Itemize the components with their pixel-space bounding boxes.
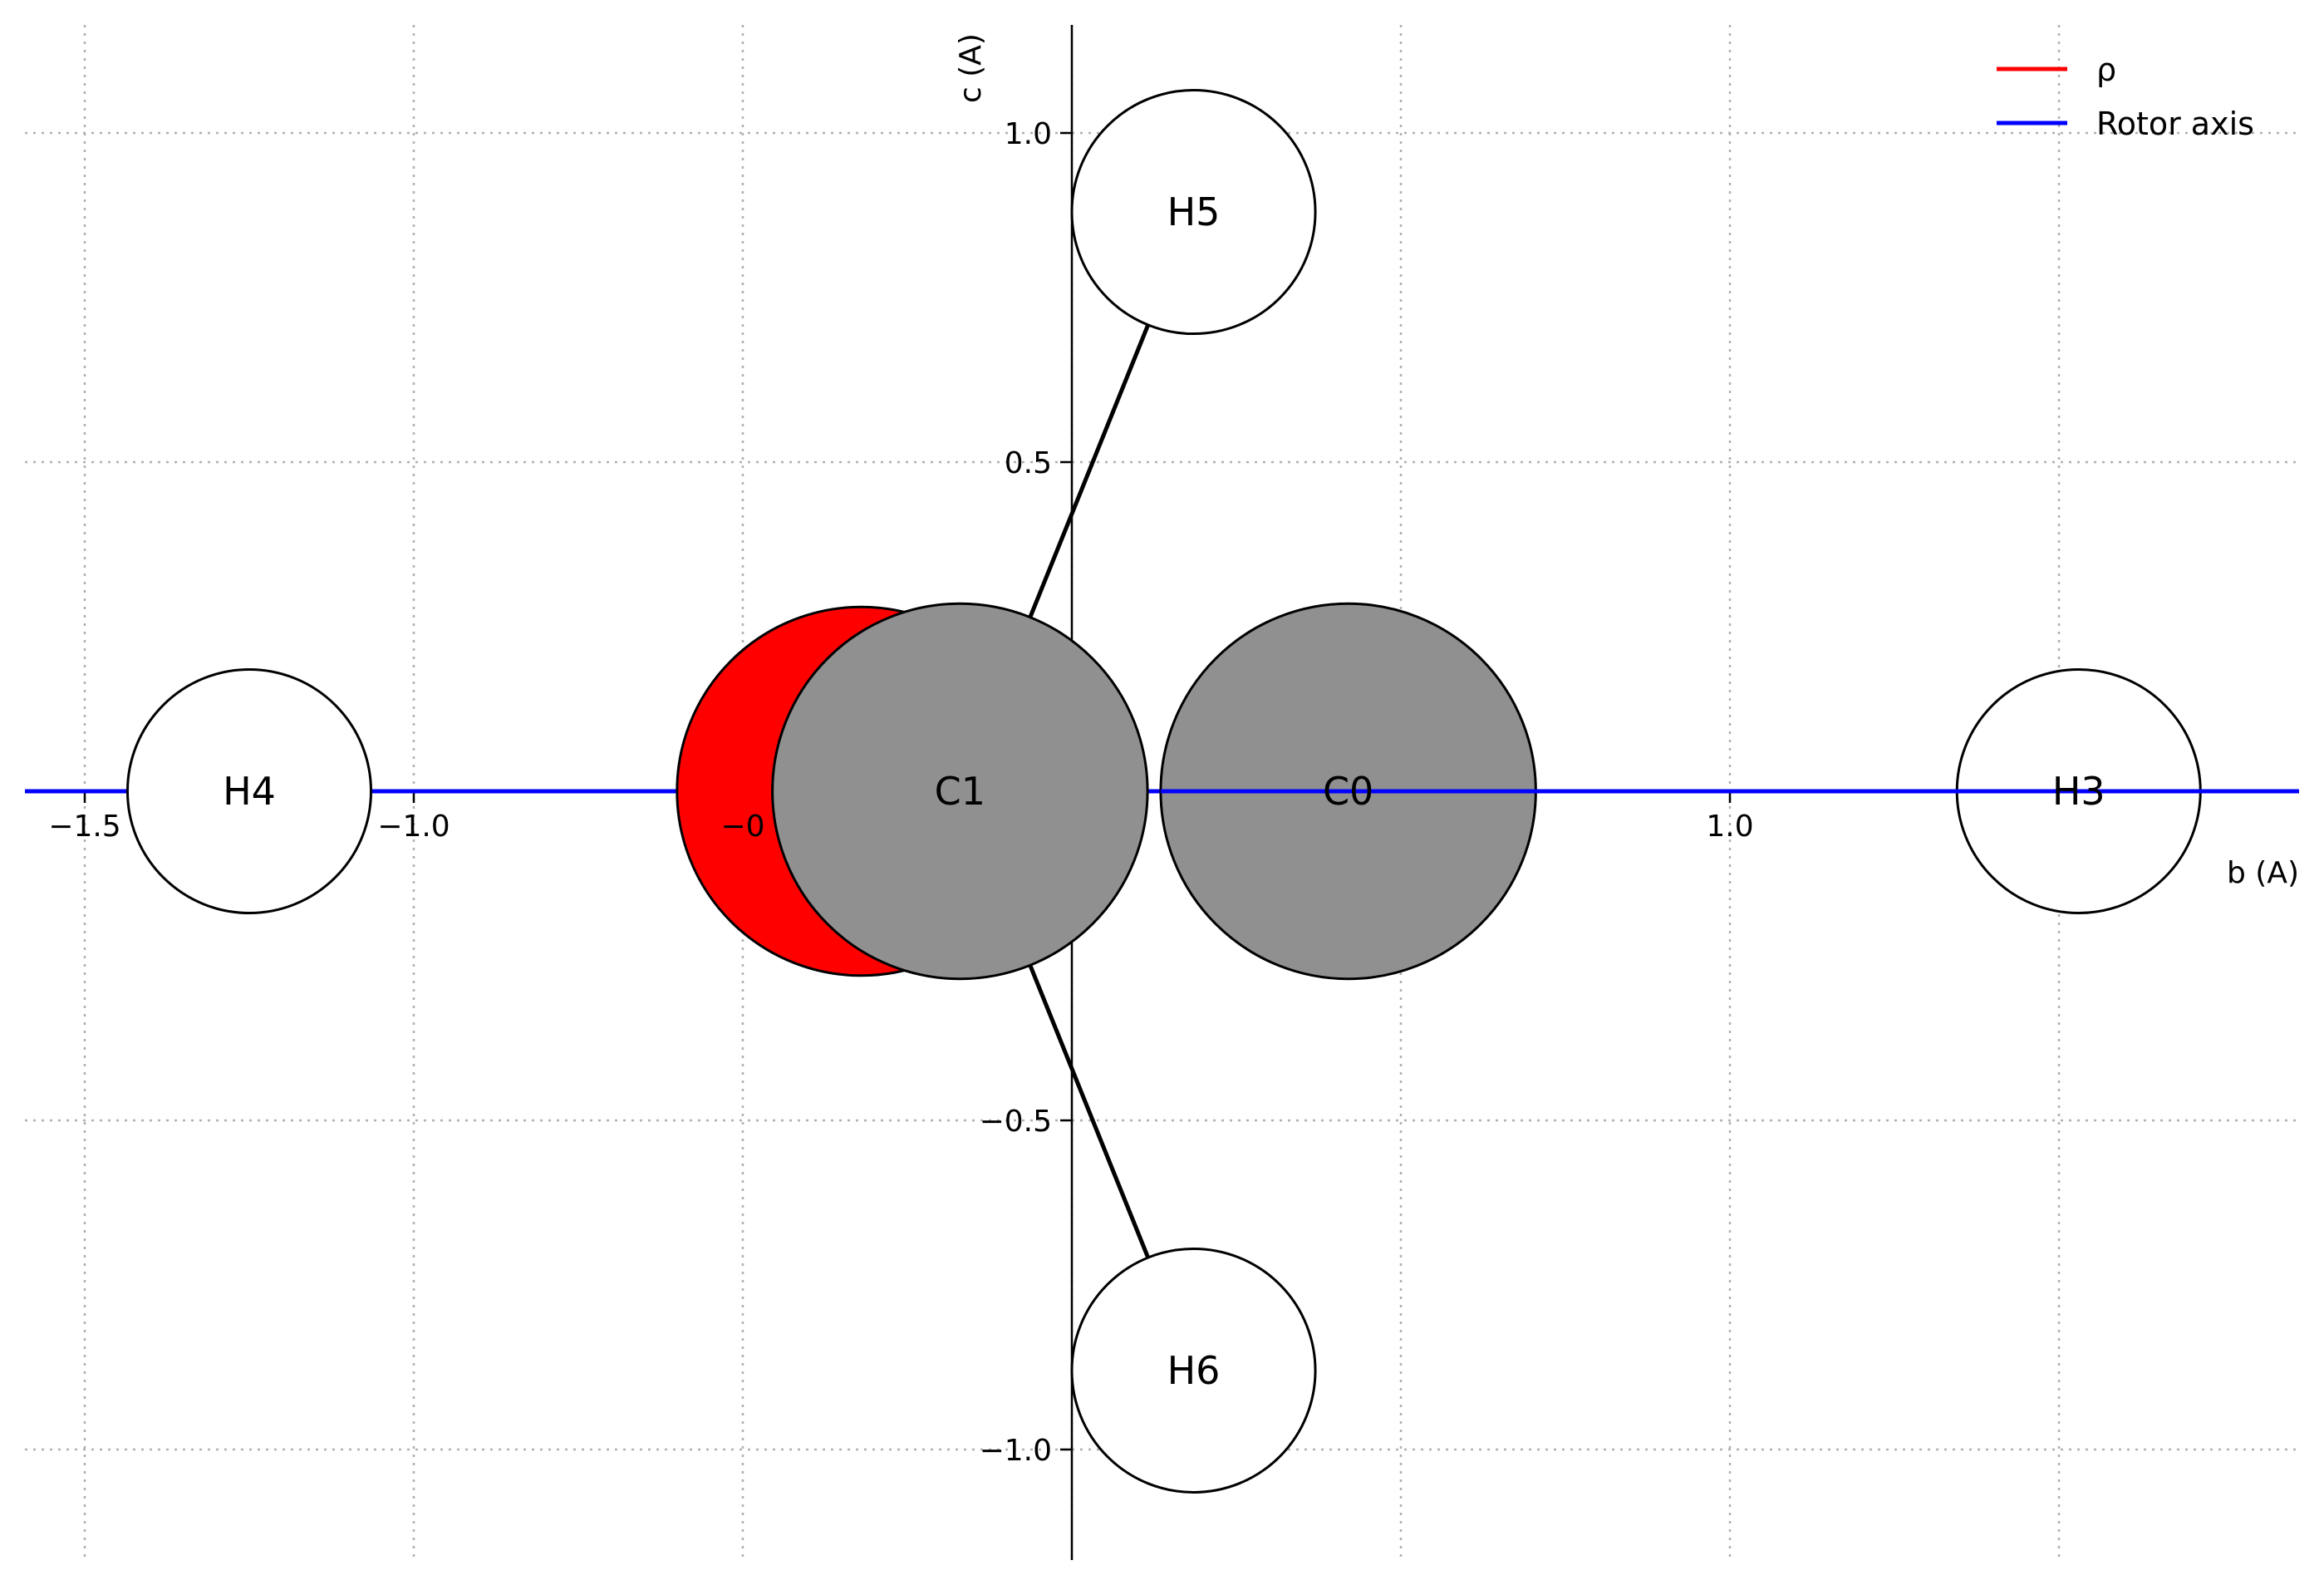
legend-label-0: ρ	[2096, 52, 2116, 88]
x-tick-label-0: −1.5	[48, 810, 120, 844]
atom-h4	[125, 667, 373, 915]
atom-h6	[1070, 1247, 1317, 1494]
atom-label-c0: C0	[1323, 769, 1373, 814]
y-axis-label: c (A)	[954, 33, 988, 103]
x-tick-label-5: 1.0	[1706, 810, 1753, 844]
atom-label-h4: H4	[223, 769, 276, 814]
legend-label-1: Rotor axis	[2096, 106, 2254, 142]
atom-label-h5: H5	[1167, 190, 1221, 234]
y-tick-label-2: −0.5	[980, 1105, 1052, 1139]
x-tick-label-2: −0	[720, 810, 764, 844]
atom-label-h3: H3	[2052, 769, 2105, 814]
grid-layer	[25, 25, 2299, 1560]
atom-c1	[771, 602, 1149, 981]
atom-label-h6: H6	[1167, 1348, 1221, 1393]
y-tick-label-3: −1.0	[980, 1434, 1052, 1468]
y-tick-label-0: 1.0	[1005, 117, 1052, 151]
x-tick-label-1: −1.0	[377, 810, 450, 844]
y-tick-label-1: 0.5	[1005, 446, 1052, 480]
x-axis-label: b (A)	[2227, 856, 2299, 890]
atom-h5	[1070, 89, 1317, 336]
atom-label-c1: C1	[935, 769, 985, 814]
tick-label-layer: −1.5 −1.0 −0 1.0 1.0 0.5 −0.5 −1.0 b (A) c (A)	[48, 33, 2299, 1468]
